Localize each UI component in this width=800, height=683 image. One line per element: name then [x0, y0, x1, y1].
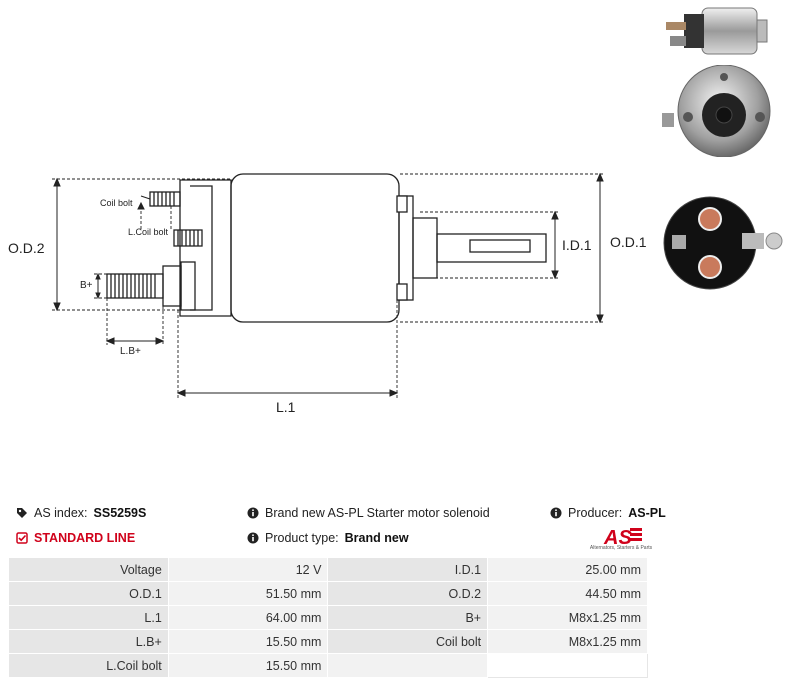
tags-icon — [17, 508, 27, 518]
standard-line-row: STANDARD LINE — [16, 531, 135, 545]
solenoid-technical-drawing: O.D.2 I.D.1 O.D.1 L.1 L.B+ B+ Coil bolt … — [8, 172, 647, 415]
plunger-housing — [412, 217, 438, 279]
product-type-row: Product type: Brand new — [247, 531, 409, 545]
id1-label: I.D.1 — [562, 237, 592, 253]
l-coil-bolt-label: L.Coil bolt — [128, 227, 169, 237]
spec-label: I.D.1 — [327, 557, 489, 582]
rear-cap — [179, 179, 232, 317]
spec-value: M8x1.25 mm — [487, 605, 648, 630]
as-index-value: SS5259S — [93, 506, 147, 520]
producer-label: Producer: — [568, 506, 623, 520]
spec-value: 15.50 mm — [167, 629, 329, 654]
producer-row: Producer: AS-PL — [550, 506, 666, 520]
solenoid-rear-photo — [663, 196, 783, 290]
plunger-slot — [469, 239, 531, 253]
info-icon — [247, 532, 259, 544]
b-plus-bolt — [106, 261, 196, 311]
as-pl-logo: AS — [603, 527, 642, 549]
od1-label: O.D.1 — [610, 234, 647, 250]
as-index-label: AS index: — [34, 506, 88, 520]
spec-value: 12 V — [167, 557, 329, 582]
spec-label: B+ — [327, 605, 489, 630]
info-icon — [247, 507, 259, 519]
solenoid-side-photo — [666, 7, 768, 55]
info-icon — [550, 507, 562, 519]
standard-line-label: STANDARD LINE — [34, 531, 136, 545]
product-type-value: Brand new — [344, 531, 409, 545]
lb-plus-label: L.B+ — [120, 346, 141, 357]
spec-value: 44.50 mm — [487, 581, 648, 606]
spec-label: O.D.1 — [8, 581, 169, 606]
spec-value: 15.50 mm — [167, 653, 329, 678]
product-type-label: Product type: — [265, 531, 339, 545]
coil-bolt — [149, 191, 181, 207]
as-index-row: AS index: SS5259S — [16, 506, 146, 520]
coil-bolt-label: Coil bolt — [100, 198, 133, 208]
spec-label: Voltage — [8, 557, 169, 582]
spec-label — [327, 653, 489, 678]
spec-value: 25.00 mm — [487, 557, 648, 582]
spec-value: 51.50 mm — [167, 581, 329, 606]
solenoid-body — [230, 173, 400, 323]
spec-label: Coil bolt — [327, 629, 489, 654]
od2-label: O.D.2 — [8, 240, 45, 256]
spec-label: L.1 — [8, 605, 169, 630]
spec-value: 64.00 mm — [167, 605, 329, 630]
description-row: Brand new AS-PL Starter motor solenoid — [247, 506, 490, 520]
logo-tagline: Alternators, Starters & Parts — [589, 545, 653, 551]
producer-value: AS-PL — [628, 506, 666, 520]
solenoid-front-photo — [662, 65, 771, 157]
b-plus-label: B+ — [80, 280, 93, 291]
spec-label: L.B+ — [8, 629, 169, 654]
product-description: Brand new AS-PL Starter motor solenoid — [265, 506, 490, 520]
lower-coil-bolt — [173, 229, 203, 247]
spec-label: O.D.2 — [327, 581, 489, 606]
plunger — [436, 233, 547, 263]
spec-label: L.Coil bolt — [8, 653, 169, 678]
spec-value: M8x1.25 mm — [487, 629, 648, 654]
svg-text:AS: AS — [603, 527, 632, 549]
l1-label: L.1 — [276, 399, 296, 415]
spec-value — [487, 653, 648, 678]
check-square-icon — [16, 532, 28, 544]
